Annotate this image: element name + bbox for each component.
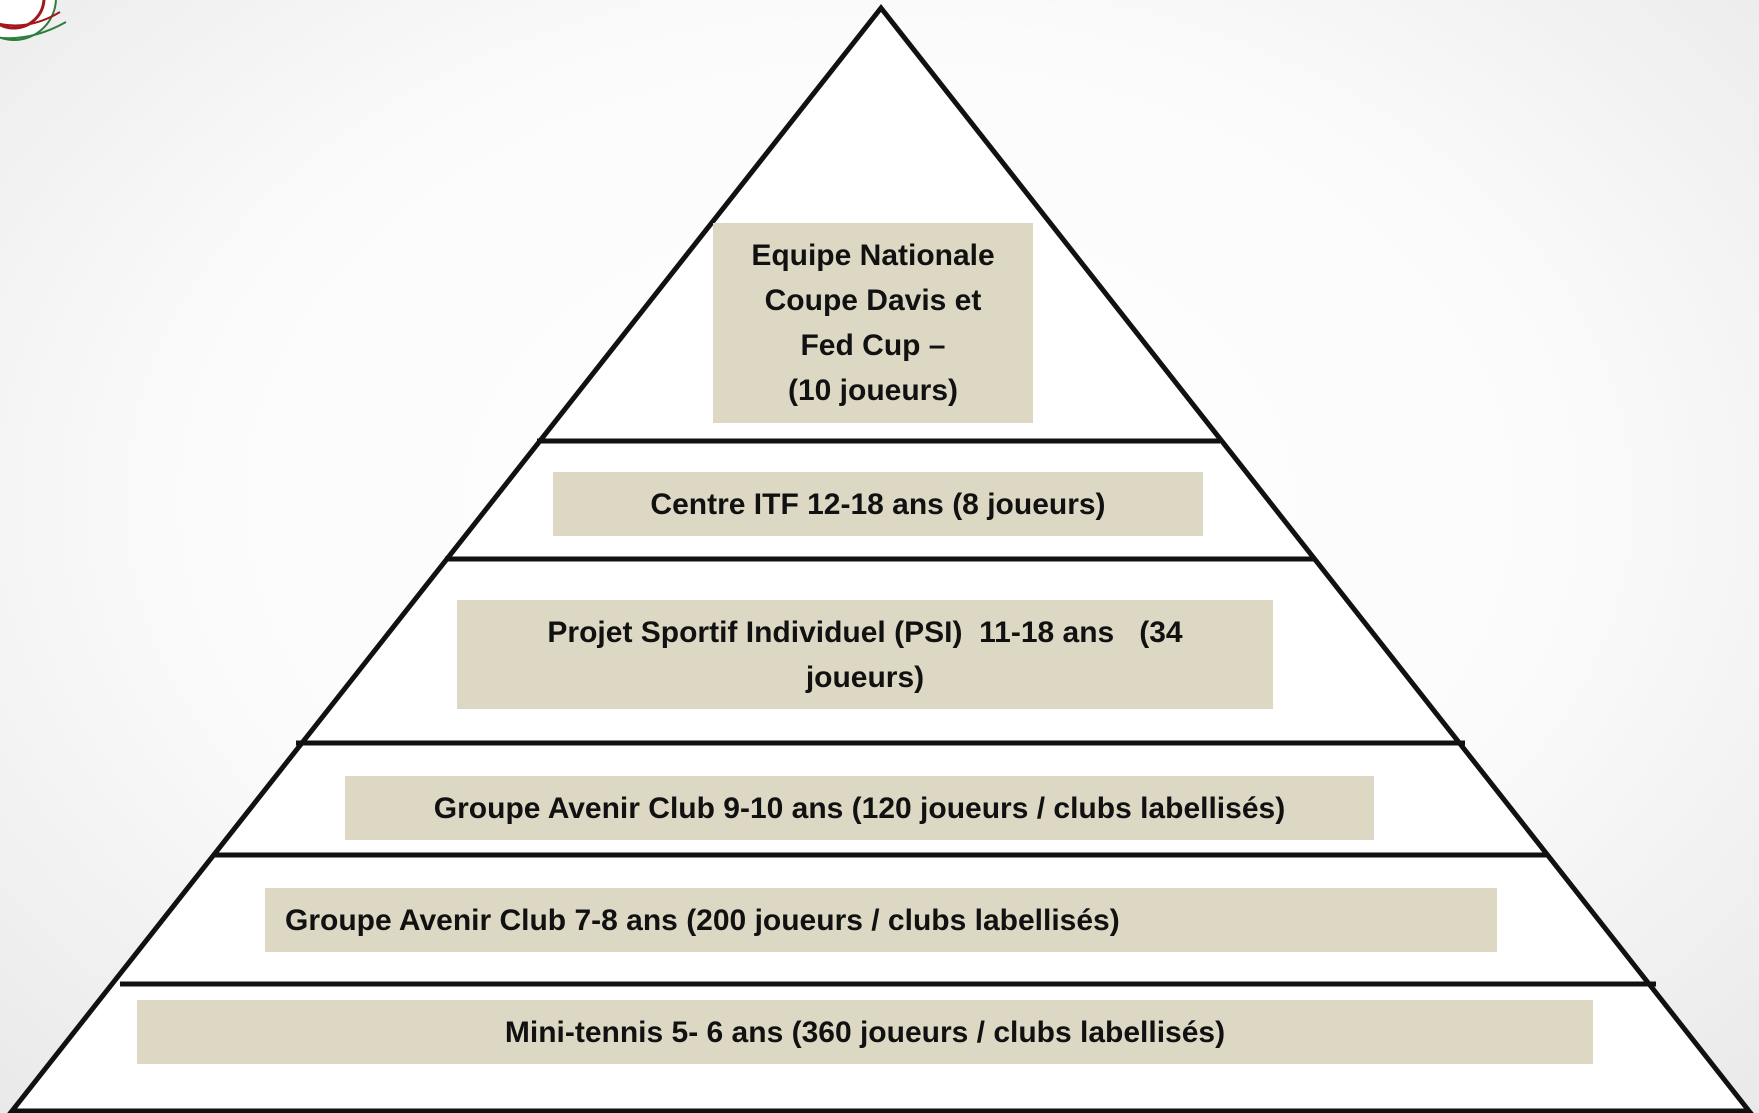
tier-label: Centre ITF 12-18 ans (8 joueurs): [650, 487, 1106, 521]
tier-mini-tennis: Mini-tennis 5- 6 ans (360 joueurs / club…: [137, 1000, 1593, 1064]
tier-centre-itf: Centre ITF 12-18 ans (8 joueurs): [553, 472, 1203, 536]
tier-label-line: Equipe Nationale: [751, 239, 995, 272]
tier-label-line: Fed Cup –: [800, 329, 946, 362]
tier-label: Groupe Avenir Club 9-10 ans (120 joueurs…: [433, 791, 1286, 825]
tier-equipe-nationale: Equipe Nationale Coupe Davis et Fed Cup …: [713, 223, 1033, 423]
tier-groupe-avenir-7-8: Groupe Avenir Club 7-8 ans (200 joueurs …: [265, 888, 1497, 952]
tier-label-line: Projet Sportif Individuel (PSI) 11-18 an…: [547, 615, 1183, 649]
tier-label: Groupe Avenir Club 7-8 ans (200 joueurs …: [285, 903, 1120, 937]
federation-seal-icon: [0, 0, 67, 41]
tier-groupe-avenir-9-10: Groupe Avenir Club 9-10 ans (120 joueurs…: [345, 776, 1374, 840]
tier-label-line: (10 joueurs): [787, 374, 959, 407]
tier-label-line: Coupe Davis et: [764, 284, 982, 317]
tier-projet-sportif-individuel: Projet Sportif Individuel (PSI) 11-18 an…: [457, 600, 1273, 709]
tier-label: Mini-tennis 5- 6 ans (360 joueurs / club…: [504, 1015, 1226, 1049]
tier-label-line: joueurs): [805, 660, 925, 694]
